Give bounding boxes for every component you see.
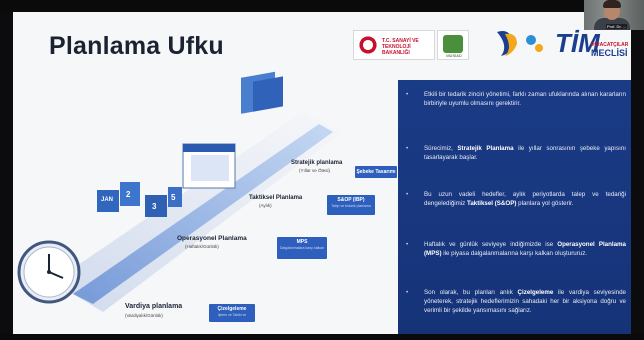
info-bullet-text: Haftalık ve günlük seviyeye indiğimizde … [424,241,626,257]
scheduling-tag: Çizelgeleme İşlerin ve Takibi ve [209,304,255,322]
operational-planning-sub: (Haftalık/Günlük) [185,244,219,249]
calendar-month-label: JAN [101,197,114,203]
mps-tag-sub: Dalgalanmalara karşı kalkan [279,246,325,250]
strategic-planning-sub: (Yıllar ve Ötesi) [299,168,331,173]
tim-logo-subtitle-1: İHRACATÇILAR [591,42,629,48]
sop-tag-title: S&OP (IBP) [337,197,365,203]
shift-planning-label: Vardiya planlama [125,303,183,310]
mps-tag: MPS Dalgalanmalara karşı kalkan [277,237,327,259]
sop-tag-sub: Talep ve tedarik planlama [331,204,371,208]
calendar-day-5: 5 [171,193,176,202]
tim-logo-subtitle-2: MECLİSİ [591,48,628,58]
calendar-day-2: 2 [126,190,131,199]
calendar-cubes [97,182,182,217]
planning-horizon-roadmap [17,71,343,312]
strategic-planning-label: Stratejik planlama [291,160,343,166]
info-bullet-text: Etkili bir tedarik zinciri yönetimi, far… [424,91,626,107]
mps-tag-title: MPS [296,239,308,245]
tim-logo-text: TİM [555,28,600,58]
info-bullet-text: Son olarak, bu planları anlık Çizelgelem… [424,289,626,314]
swirl-logo-icon [497,31,543,56]
ministry-seal-icon [358,35,378,55]
green-logo: MÜSİAD [437,30,469,60]
green-logo-mark-icon [443,35,463,53]
slide-title: Planlama Ufku [49,32,224,60]
calendar-pages-icon [182,143,236,189]
info-panel: • Etkili bir tedarik zinciri yönetimi, f… [398,80,631,334]
ministry-logo-text: T.C. SANAYİ VE TEKNOLOJİ BAKANLIĞI [382,38,419,56]
info-bullet-text: Bu uzun vadeli hedefler, aylık periyotla… [424,191,626,207]
presenter-name: Prof. Dr. ... [606,24,628,29]
ministry-logo: T.C. SANAYİ VE TEKNOLOJİ BAKANLIĞI [353,30,435,60]
green-logo-text: MÜSİAD [446,53,462,58]
scheduling-tag-sub: İşlerin ve Takibi ve [217,313,247,317]
scheduling-tag-title: Çizelgeleme [217,306,247,312]
tactical-planning-label: Taktiksel Planlama [249,195,303,201]
strategic-calendar-icon [241,71,283,114]
shift-planning-sub: (Vardiyalık/Günlük) [125,313,163,318]
bottom-black-bar [0,334,644,340]
top-black-bar [0,0,644,12]
calendar-day-3: 3 [152,202,157,211]
webcam-thumbnail: Prof. Dr. ... [584,0,644,30]
network-design-tag: Şebeke Tasarımı [355,166,397,178]
presentation-slide: Planlama Ufku T.C. SANAYİ VE TEKNOLOJİ B… [13,12,631,334]
tactical-planning-sub: (Aylık) [259,203,272,208]
info-bullet-text: Sürecimiz, Stratejik Planlama ile yıllar… [424,145,626,161]
tim-logo: TİM İHRACATÇILAR MECLİSİ [555,28,629,62]
operational-planning-label: Operasyonel Planlama [177,235,247,242]
sop-tag: S&OP (IBP) Talep ve tedarik planlama [327,195,375,215]
network-design-tag-title: Şebeke Tasarımı [356,169,396,175]
